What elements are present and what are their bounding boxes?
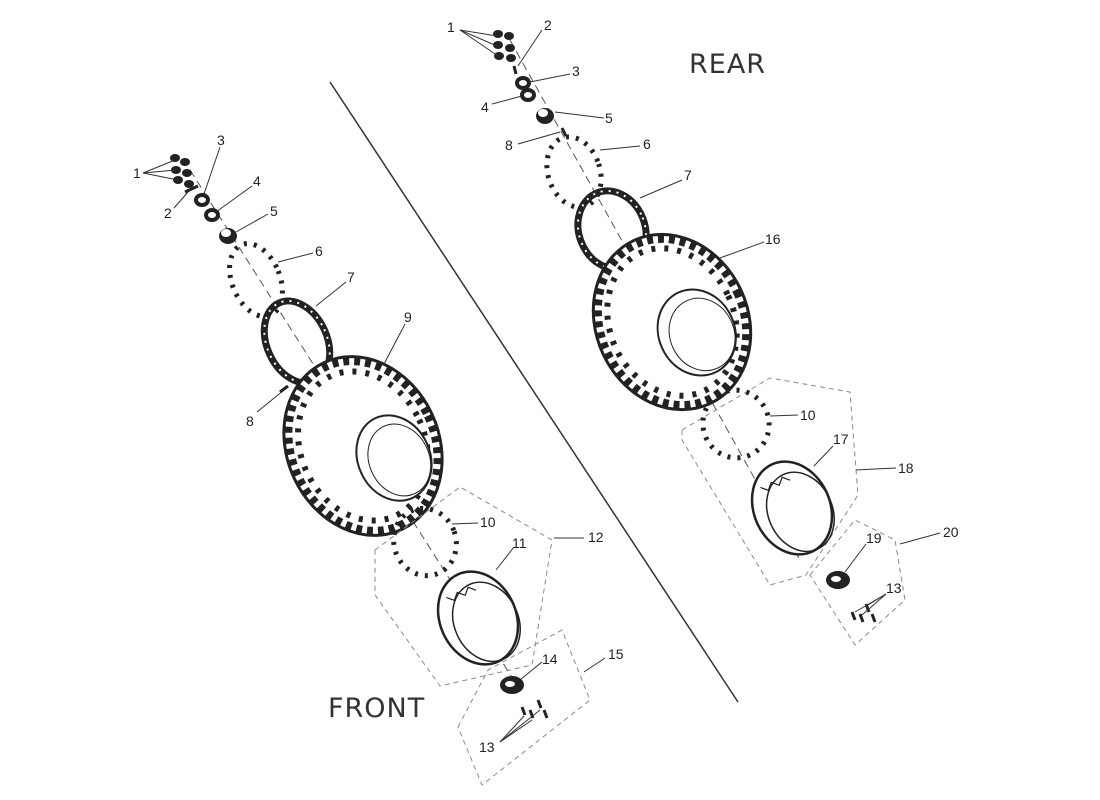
svg-text:4: 4 <box>481 99 489 115</box>
svg-text:8: 8 <box>246 413 254 429</box>
rear-callout-1: 1 <box>447 19 499 57</box>
front-callout-1: 1 <box>133 159 179 181</box>
rear-callout-8: 8 <box>505 131 561 153</box>
rear-part-6-bolt-ring <box>544 134 604 210</box>
rear-label: REAR <box>689 49 766 80</box>
rear-part-8-bolt <box>560 127 568 137</box>
front-group-12-wheel <box>374 486 553 687</box>
rear-callout-20: 20 <box>899 524 959 545</box>
svg-text:3: 3 <box>572 63 580 79</box>
rear-callout-7: 7 <box>639 167 692 199</box>
front-part-11-rim <box>436 570 521 666</box>
front-assembly <box>170 154 591 786</box>
front-callout-6: 6 <box>277 243 323 263</box>
front-label: FRONT <box>328 693 425 724</box>
svg-text:7: 7 <box>347 269 355 285</box>
svg-text:17: 17 <box>833 431 849 447</box>
front-callout-14: 14 <box>519 651 558 681</box>
front-callout-12: 12 <box>554 529 604 545</box>
svg-text:8: 8 <box>505 137 513 153</box>
front-callout-8: 8 <box>246 389 285 429</box>
front-part-10-bolt-ring <box>391 505 459 579</box>
front-part-9-tire <box>282 355 444 537</box>
front-callout-15: 15 <box>583 646 624 673</box>
rear-callout-19: 19 <box>844 530 882 573</box>
svg-text:5: 5 <box>270 203 278 219</box>
front-part-13-studs <box>520 699 549 719</box>
svg-text:20: 20 <box>943 524 959 540</box>
svg-text:18: 18 <box>898 460 914 476</box>
rear-part-19-hub <box>826 571 850 589</box>
svg-text:6: 6 <box>643 136 651 152</box>
rear-group-18-wheel <box>681 377 859 586</box>
svg-text:6: 6 <box>315 243 323 259</box>
front-part-8-bolt <box>279 384 289 394</box>
svg-text:16: 16 <box>765 231 781 247</box>
front-part-2-cotter-pin <box>184 184 199 194</box>
front-part-3-washer <box>194 193 210 207</box>
svg-text:10: 10 <box>800 407 816 423</box>
front-part-14-hub <box>500 676 524 694</box>
front-part-4-nut <box>204 208 220 222</box>
rear-callout-18: 18 <box>855 460 914 476</box>
rear-callout-3: 3 <box>529 63 580 83</box>
front-part-1-lug-nuts <box>170 154 194 188</box>
rear-callout-10: 10 <box>769 407 816 423</box>
rear-assembly <box>493 30 906 646</box>
svg-text:2: 2 <box>164 205 172 221</box>
rear-callout-17: 17 <box>813 431 849 467</box>
front-callout-9: 9 <box>383 309 412 365</box>
rear-callout-2: 2 <box>517 17 552 67</box>
svg-text:15: 15 <box>608 646 624 662</box>
svg-text:13: 13 <box>479 739 495 755</box>
front-callout-10: 10 <box>451 514 496 530</box>
svg-text:10: 10 <box>480 514 496 530</box>
rear-callout-4: 4 <box>481 95 523 115</box>
rear-part-17-rim <box>750 460 835 556</box>
svg-text:2: 2 <box>544 17 552 33</box>
svg-text:5: 5 <box>605 110 613 126</box>
svg-text:14: 14 <box>542 651 558 667</box>
svg-text:11: 11 <box>512 535 527 551</box>
svg-text:1: 1 <box>133 165 141 181</box>
front-part-5-hub <box>219 228 237 244</box>
svg-text:13: 13 <box>886 580 902 596</box>
section-divider <box>329 81 739 703</box>
front-callout-4: 4 <box>215 173 261 213</box>
rear-part-10-bolt-ring <box>700 387 772 461</box>
svg-text:1: 1 <box>447 19 455 35</box>
rear-part-3-washer <box>515 76 531 90</box>
rear-group-20-hub <box>809 519 906 646</box>
rear-callout-6: 6 <box>599 136 651 152</box>
rear-callouts: 1 2 3 4 5 6 7 8 <box>447 17 959 616</box>
front-callout-7: 7 <box>315 269 355 307</box>
front-part-6-bolt-ring <box>227 241 285 319</box>
svg-text:4: 4 <box>253 173 261 189</box>
rear-callout-13: 13 <box>854 580 902 616</box>
svg-text:7: 7 <box>684 167 692 183</box>
svg-text:3: 3 <box>217 132 225 148</box>
rear-part-4-nut <box>520 88 536 102</box>
front-group-15-hub <box>457 629 591 786</box>
front-callout-3: 3 <box>203 132 225 195</box>
rear-callout-5: 5 <box>554 110 613 126</box>
svg-text:19: 19 <box>866 530 882 546</box>
front-callouts: 1 2 3 4 5 6 7 8 <box>133 132 624 755</box>
rear-part-2-cotter-pin <box>512 65 518 75</box>
rear-part-1-lug-nuts <box>493 30 516 62</box>
svg-text:9: 9 <box>404 309 412 325</box>
front-callout-2: 2 <box>164 191 189 221</box>
front-callout-11: 11 <box>495 535 527 571</box>
front-callout-13: 13 <box>479 709 541 755</box>
front-callout-5: 5 <box>235 203 278 233</box>
rear-part-16-tire <box>591 232 753 412</box>
svg-text:12: 12 <box>588 529 604 545</box>
rear-callout-16: 16 <box>719 231 781 259</box>
rear-part-5-hub <box>536 108 554 124</box>
